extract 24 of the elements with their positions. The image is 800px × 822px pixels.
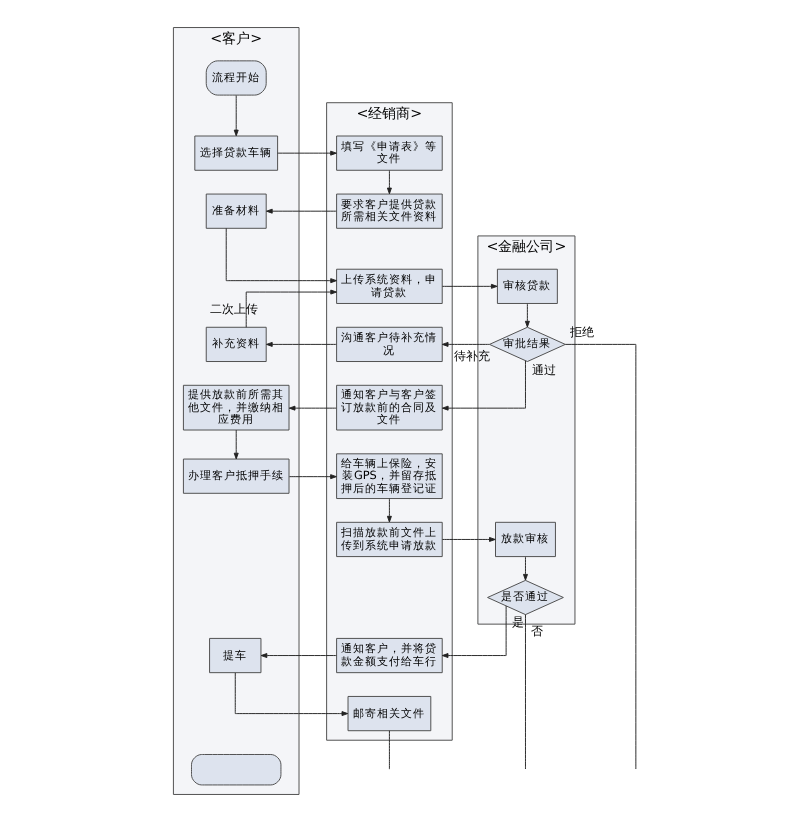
arrow bbox=[440, 341, 489, 347]
arrow bbox=[233, 672, 348, 717]
arrow bbox=[440, 283, 497, 289]
arrow bbox=[287, 474, 336, 480]
arrow bbox=[385, 170, 391, 195]
arrow bbox=[265, 208, 336, 214]
connector bbox=[524, 614, 525, 770]
arrow bbox=[440, 605, 506, 658]
arrow bbox=[523, 303, 529, 328]
arrow bbox=[276, 150, 336, 156]
arrow bbox=[265, 341, 336, 347]
arrow bbox=[440, 537, 495, 542]
arrow bbox=[224, 227, 336, 284]
arrow bbox=[259, 653, 336, 658]
arrow bbox=[232, 94, 238, 137]
arrow bbox=[522, 556, 527, 581]
connector bbox=[387, 730, 389, 770]
arrow bbox=[287, 405, 336, 411]
arrow bbox=[232, 429, 238, 460]
arrow bbox=[440, 360, 525, 411]
arrow bbox=[244, 289, 336, 328]
node-box bbox=[190, 754, 281, 786]
arrow bbox=[385, 498, 391, 523]
connector bbox=[563, 343, 636, 770]
